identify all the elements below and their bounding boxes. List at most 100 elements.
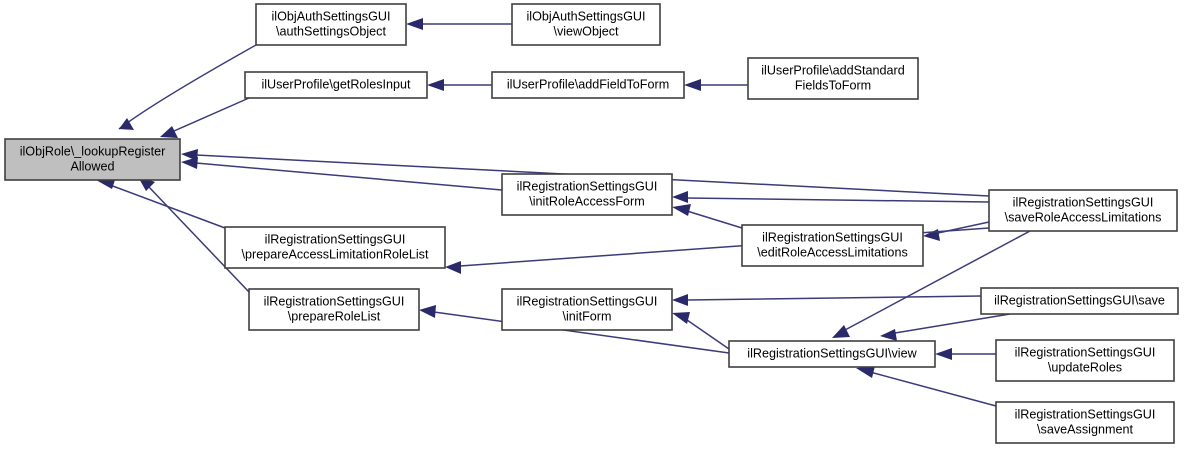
arrowhead-icon — [832, 325, 850, 338]
node-label-line: ilUserProfile\addStandard — [761, 63, 905, 77]
edge-viewObject-to-authSettingsObject — [406, 18, 512, 30]
node-label-line: ilRegistrationSettingsGUI — [517, 179, 658, 193]
edges-layer — [96, 18, 1031, 407]
graph-node-editRoleAccessLimitations[interactable]: ilRegistrationSettingsGUI\editRoleAccess… — [741, 224, 924, 267]
node-box[interactable] — [728, 340, 936, 368]
edge-line — [869, 371, 997, 407]
edge-authSettingsObject-to-lookupRegisterAllowed — [118, 44, 257, 130]
node-box[interactable] — [224, 226, 446, 269]
edge-addStandardFieldsToForm-to-addFieldToForm — [684, 79, 748, 91]
edge-view-to-initForm — [672, 312, 730, 350]
edge-prepareAccessLimitationRoleList-to-lookupRegisterAllowed — [96, 177, 226, 229]
arrowhead-icon — [856, 366, 875, 378]
graph-node-view[interactable]: ilRegistrationSettingsGUI\view — [728, 340, 936, 368]
edge-addFieldToForm-to-getRolesInput — [427, 79, 492, 91]
edge-updateRoles-to-view — [935, 348, 996, 360]
node-box[interactable] — [988, 189, 1178, 232]
node-box[interactable] — [248, 288, 420, 331]
edge-line — [433, 311, 730, 354]
arrowhead-icon — [672, 294, 688, 306]
arrowhead-icon — [181, 149, 198, 161]
edge-line — [118, 44, 257, 130]
arrowhead-icon — [935, 348, 952, 360]
graph-node-saveRoleAccessLimitations[interactable]: ilRegistrationSettingsGUI\saveRoleAccess… — [988, 189, 1178, 232]
node-label-line: \saveAssignment — [1037, 422, 1133, 436]
node-label-line: FieldsToForm — [795, 78, 871, 92]
edge-editRoleAccessLimitations-to-initRoleAccessForm — [672, 204, 743, 229]
arrowhead-icon — [427, 79, 444, 91]
node-box[interactable] — [995, 339, 1175, 382]
node-label-line: ilRegistrationSettingsGUI — [517, 294, 658, 308]
node-label-line: \initForm — [563, 309, 612, 323]
edge-line — [147, 185, 250, 293]
graph-node-viewObject[interactable]: ilObjAuthSettingsGUI\viewObject — [511, 3, 661, 46]
edge-save-to-view — [880, 313, 1011, 341]
arrowhead-icon — [406, 18, 423, 30]
node-label-line: ilRegistrationSettingsGUI — [1013, 195, 1154, 209]
node-label-line: ilRegistrationSettingsGUI — [762, 230, 903, 244]
node-box[interactable] — [741, 224, 924, 267]
edge-line — [173, 97, 250, 132]
graph-node-addFieldToForm[interactable]: ilUserProfile\addFieldToForm — [491, 71, 685, 99]
arrowhead-icon — [672, 191, 688, 203]
node-box[interactable] — [980, 287, 1179, 315]
node-label-line: \prepareAccessLimitationRoleList — [242, 247, 429, 261]
arrowhead-icon — [160, 126, 178, 138]
node-label-line: \authSettingsObject — [276, 24, 386, 38]
graph-node-saveAssignment[interactable]: ilRegistrationSettingsGUI\saveAssignment — [995, 401, 1175, 444]
edge-view-to-prepareRoleList — [419, 305, 730, 354]
arrowhead-icon — [119, 118, 134, 130]
node-label-line: ilUserProfile\addFieldToForm — [507, 77, 669, 91]
graph-node-prepareAccessLimitationRoleList[interactable]: ilRegistrationSettingsGUI\prepareAccessL… — [224, 226, 446, 269]
graph-node-initRoleAccessForm[interactable]: ilRegistrationSettingsGUI\initRoleAccess… — [501, 173, 673, 216]
node-label-line: \viewObject — [553, 24, 619, 38]
edge-initRoleAccessForm-to-lookupRegisterAllowed — [181, 157, 503, 191]
node-box[interactable] — [747, 57, 919, 100]
node-label-line: \saveRoleAccessLimitations — [1005, 210, 1162, 224]
node-box[interactable] — [244, 71, 428, 99]
edge-save-to-initForm — [672, 294, 982, 306]
graph-node-authSettingsObject[interactable]: ilObjAuthSettingsGUI\authSettingsObject — [255, 3, 407, 46]
edge-line — [686, 197, 990, 203]
edge-line — [686, 210, 743, 229]
node-box[interactable] — [4, 138, 181, 181]
arrowhead-icon — [672, 204, 691, 216]
node-label-line: \prepareRoleList — [288, 309, 381, 323]
edge-saveRoleAccessLimitations-to-view — [832, 230, 1031, 338]
node-label-line: \updateRoles — [1048, 360, 1122, 374]
arrowhead-icon — [880, 329, 897, 341]
edge-line — [686, 319, 730, 350]
node-label-line: ilRegistrationSettingsGUI — [1015, 407, 1156, 421]
graph-node-getRolesInput[interactable]: ilUserProfile\getRolesInput — [244, 71, 428, 99]
edge-line — [894, 313, 1011, 334]
arrowhead-icon — [419, 305, 436, 318]
node-box[interactable] — [511, 3, 661, 46]
node-label-line: ilRegistrationSettingsGUI\save — [994, 293, 1165, 307]
node-label-line: ilRegistrationSettingsGUI\view — [747, 346, 917, 360]
node-label-line: ilObjAuthSettingsGUI — [272, 9, 391, 23]
edge-saveAssignment-to-view — [856, 366, 997, 407]
arrowhead-icon — [684, 79, 701, 91]
node-box[interactable] — [491, 71, 685, 99]
arrowhead-icon — [923, 229, 940, 241]
graph-node-save[interactable]: ilRegistrationSettingsGUI\save — [980, 287, 1179, 315]
edge-saveRoleAccessLimitations-to-initRoleAccessForm — [672, 191, 990, 203]
graph-node-initForm[interactable]: ilRegistrationSettingsGUI\initForm — [501, 288, 673, 331]
node-box[interactable] — [255, 3, 407, 46]
node-label-line: ilObjRole\_lookupRegister — [20, 144, 166, 158]
node-label-line: ilRegistrationSettingsGUI — [1015, 345, 1156, 359]
node-box[interactable] — [995, 401, 1175, 444]
graph-node-prepareRoleList[interactable]: ilRegistrationSettingsGUI\prepareRoleLis… — [248, 288, 420, 331]
node-box[interactable] — [501, 288, 673, 331]
arrowhead-icon — [445, 261, 461, 274]
node-label-line: ilRegistrationSettingsGUI — [264, 294, 405, 308]
node-label-line: ilRegistrationSettingsGUI — [265, 232, 406, 246]
edge-line — [195, 162, 503, 191]
graph-node-updateRoles[interactable]: ilRegistrationSettingsGUI\updateRoles — [995, 339, 1175, 382]
node-box[interactable] — [501, 173, 673, 216]
